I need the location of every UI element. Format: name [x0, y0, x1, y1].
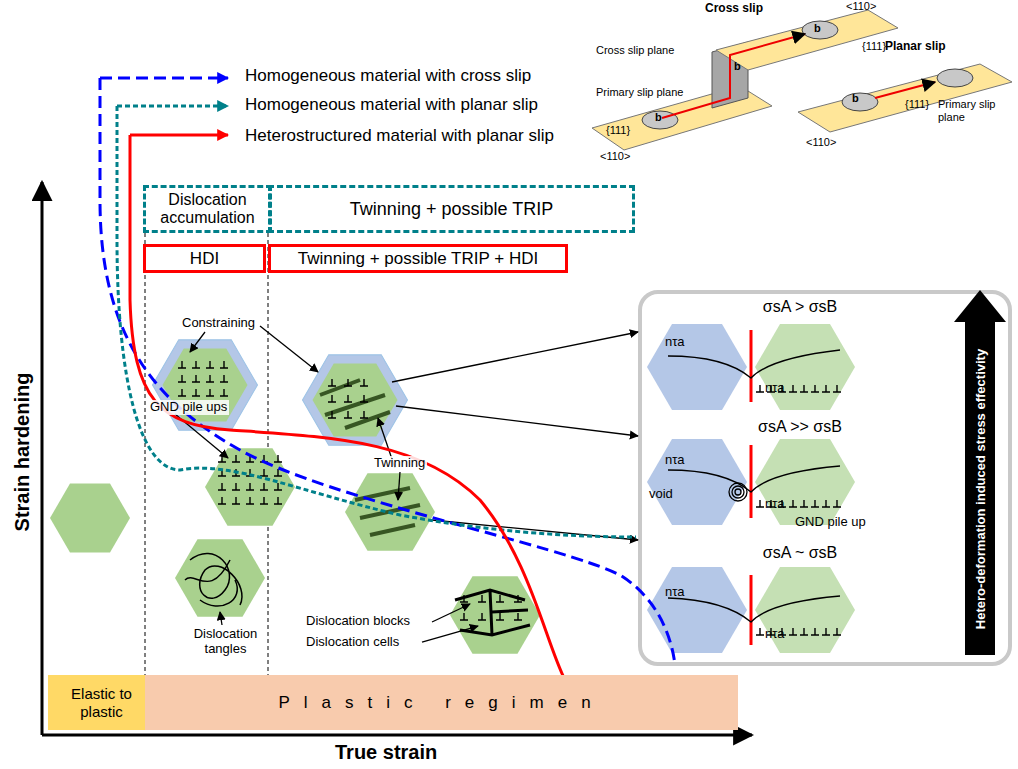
text-label: Primary slip plane	[596, 86, 683, 99]
box-text: Twinning + possible TRIP + HDI	[295, 249, 541, 269]
case-text: void	[649, 486, 673, 501]
mechanism-panel	[640, 292, 1010, 664]
box-text: Dislocation accumulation	[146, 191, 269, 228]
text-label: {111}	[606, 124, 630, 137]
text-label: Cross slip plane	[596, 44, 674, 57]
case-text: nτa	[665, 584, 685, 599]
text-label: Dislocation tangles	[186, 627, 265, 657]
box-text: σsA ~ σsB	[645, 544, 955, 562]
legend-text: Homogeneous material with cross slip	[245, 66, 531, 86]
box-text: Twinning + possible TRIP	[347, 199, 556, 220]
text-label: Twinning	[372, 456, 427, 471]
dislocation-cells	[455, 590, 530, 635]
dislocation-symbol	[178, 361, 841, 635]
text-label: GND pile ups	[148, 400, 229, 415]
box-text: Elastic to plastic	[48, 685, 155, 720]
case-text: nτa	[765, 626, 785, 641]
effectivity-label: Hetero-deformation induced stress effect…	[955, 322, 1005, 655]
interface-sketches	[647, 324, 855, 653]
stage-box: HDI	[143, 244, 266, 273]
legend-text: Heterostructured material with planar sl…	[245, 126, 554, 146]
text-label: {111}	[862, 40, 886, 53]
text-label: b	[814, 22, 821, 35]
case-text: GND pile up	[795, 514, 866, 529]
dislocation-symbols	[178, 361, 841, 635]
case-text: nτa	[765, 380, 785, 395]
text-label: Primary slip plane	[938, 98, 998, 123]
text-label: Constraining	[180, 316, 257, 331]
grain-hexagons	[50, 340, 540, 654]
effectivity-arrow	[954, 290, 1006, 655]
leader-arrows	[175, 326, 638, 642]
interface-case: σsA ~ σsB nτa nτa	[645, 540, 955, 660]
case-text: nτa	[765, 496, 785, 511]
text-label: <110>	[806, 136, 836, 149]
dislocation-tangles	[185, 553, 242, 606]
interface-case: σsA > σsB nτa nτa	[645, 296, 955, 414]
box-text: Hetero-deformation induced stress effect…	[973, 348, 988, 628]
text-label: b	[852, 92, 859, 105]
stage-box: Dislocation accumulation	[143, 185, 272, 233]
box-text: σsA > σsB	[645, 298, 955, 316]
interface-case: σsA >> σsB nτa void nτaGND pile up	[645, 416, 955, 536]
text-label: b	[655, 111, 662, 124]
stage-box: Twinning + possible TRIP	[268, 185, 635, 233]
legend-text: Homogeneous material with planar slip	[245, 95, 538, 115]
text-label: {111}	[905, 98, 929, 111]
box-text: HDI	[187, 249, 222, 269]
text-label: Strain hardening	[11, 373, 34, 532]
text-label: Cross slip	[705, 2, 763, 16]
text-label: Dislocation blocks	[304, 614, 412, 629]
text-label: b	[734, 60, 741, 73]
box-text: σsA >> σsB	[645, 418, 955, 436]
text-label: <110>	[846, 0, 876, 13]
regime-band: Elastic to plastic	[48, 675, 155, 730]
regime-band: Plastic regimen	[145, 675, 738, 730]
stage-box: Twinning + possible TRIP + HDI	[268, 244, 568, 273]
text-label: True strain	[335, 741, 437, 764]
box-text: Plastic regimen	[275, 693, 607, 713]
text-label: Dislocation cells	[304, 635, 401, 650]
text-label: <110>	[600, 150, 630, 163]
case-text: nτa	[665, 452, 685, 467]
text-label: Planar slip	[885, 40, 946, 54]
case-text: nτa	[665, 334, 685, 349]
hardening-curves	[100, 78, 675, 680]
cross-slip-inset	[592, 10, 1012, 150]
